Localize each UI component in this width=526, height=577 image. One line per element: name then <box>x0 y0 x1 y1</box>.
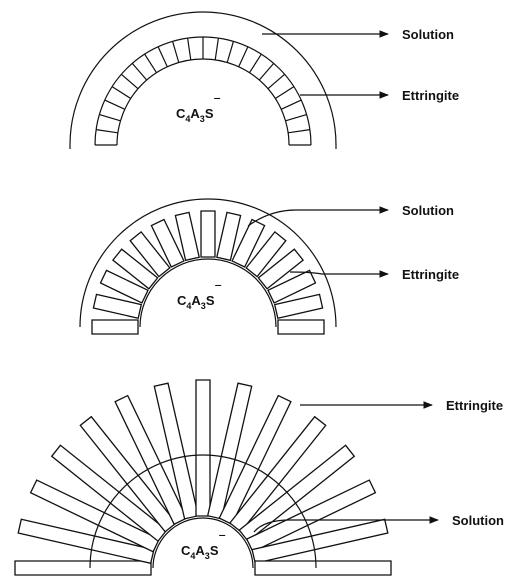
stage-1-ettringite-block-divider <box>145 54 157 73</box>
stage-2-ettringite-crystals <box>92 211 324 334</box>
stage-2: C4A3S ‾ Solution Ettringite <box>80 199 459 334</box>
stage-1-ettringite-block-divider <box>99 115 120 121</box>
stage-1-core-bar: ‾ <box>214 96 221 111</box>
stage-2-solution-pointer <box>248 210 388 226</box>
stage-2-solution-label: Solution <box>402 203 454 218</box>
stage-1-solution-label: Solution <box>402 27 454 42</box>
stage-1-ettringite-label: Ettringite <box>402 88 459 103</box>
stage-1-ettringite-block-divider <box>112 87 131 99</box>
stage-1-ettringite-block-divider <box>173 41 179 62</box>
stage-1-ettringite-block-divider <box>281 100 301 109</box>
stage-1: C4A3S ‾ Solution Ettringite <box>70 12 459 149</box>
stage-1-ettringite-block-divider <box>105 100 125 109</box>
stage-1-core-label: C4A3S <box>176 106 214 124</box>
stage-1-ettringite-block-divider <box>250 54 262 73</box>
stage-1-ettringite-block-divider <box>188 38 191 60</box>
stage-1-ettringite-block-divider <box>227 41 233 62</box>
stage-1-ettringite-layer <box>95 37 311 145</box>
stage-1-ettringite-block-divider <box>132 63 146 80</box>
stage-3-ettringite-crystal <box>196 380 210 516</box>
stage-3-ettringite-label: Ettringite <box>446 398 503 413</box>
stage-1-ettringite-block-divider <box>286 115 307 121</box>
stage-3-ettringite-crystal <box>255 561 391 575</box>
stage-2-core-label: C4A3S <box>177 293 215 311</box>
stage-1-ettringite-block-divider <box>259 63 273 80</box>
stage-1-ettringite-block-divider <box>158 47 167 67</box>
stage-1-ettringite-block-divider <box>275 87 294 99</box>
stage-1-ettringite-block-divider <box>96 130 118 133</box>
stage-1-layer-inner-edge <box>117 59 289 145</box>
stage-1-ettringite-block-divider <box>288 130 310 133</box>
stage-3-core-bar: ‾ <box>219 533 226 548</box>
stage-3-core-label: C4A3S <box>181 543 219 561</box>
stage-1-ettringite-block-divider <box>121 74 138 88</box>
stage-1-ettringite-block-divider <box>239 47 248 67</box>
stage-2-ettringite-crystal <box>201 211 215 257</box>
stage-1-ettringite-block-divider <box>215 38 218 60</box>
stage-2-ettringite-label: Ettringite <box>402 267 459 282</box>
stage-2-ettringite-crystal <box>278 320 324 334</box>
stage-2-core-bar: ‾ <box>215 283 222 298</box>
stage-3: C4A3S ‾ Ettringite Solution <box>15 380 504 575</box>
stage-2-ettringite-crystal <box>92 320 138 334</box>
stage-3-solution-label: Solution <box>452 513 504 528</box>
stage-1-outer-solution-boundary <box>70 12 336 149</box>
stage-1-ettringite-block-divider <box>268 74 285 88</box>
stage-3-ettringite-crystal <box>15 561 151 575</box>
